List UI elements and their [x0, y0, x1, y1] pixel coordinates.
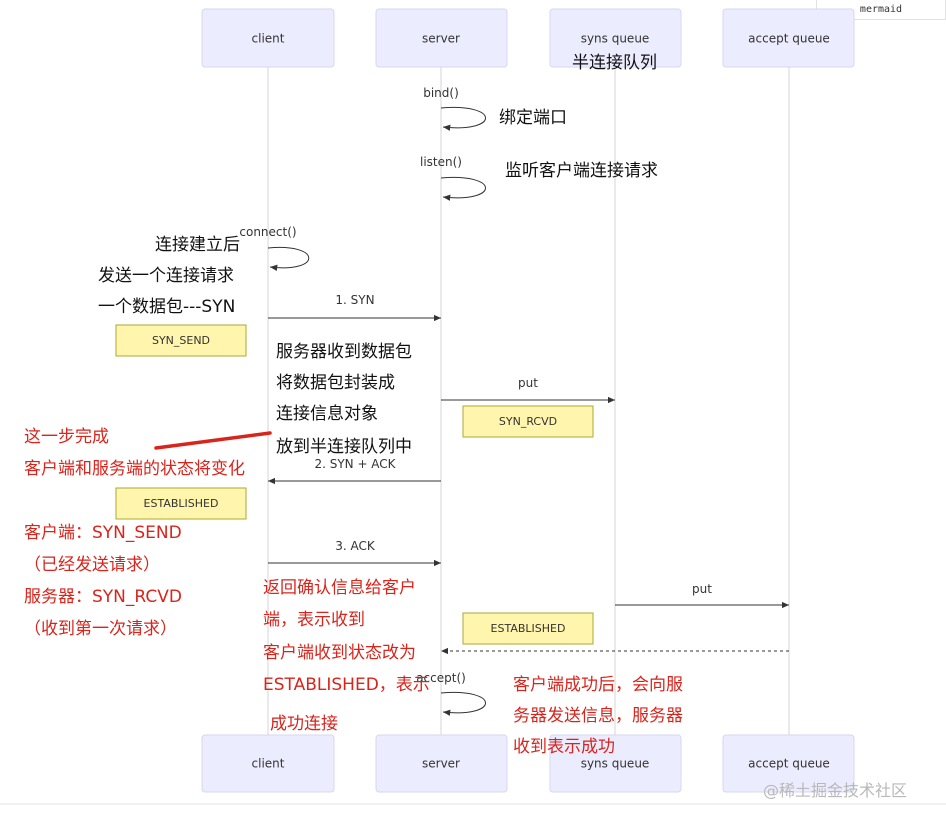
- annotation-state-4: （收到第一次请求）: [24, 619, 177, 639]
- annotation-state-2: （已经发送请求）: [24, 555, 160, 575]
- actor-accept-queue-top: accept queue: [722, 8, 855, 68]
- actor-label: client: [252, 757, 285, 771]
- annotation-ack-5: 成功连接: [270, 714, 338, 734]
- annotation-connect-1: 连接建立后: [155, 235, 240, 255]
- message-connect-label: connect(): [239, 225, 296, 239]
- annotation-step-2: 客户端和服务端的状态将变化: [24, 459, 245, 479]
- actor-syns-queue-bottom: syns queue: [549, 734, 682, 793]
- annotation-connect-3: 一个数据包---SYN: [98, 297, 235, 317]
- message-put2-label: put: [692, 582, 712, 596]
- annotation-bind-port: 绑定端口: [499, 108, 567, 128]
- annotation-half-queue: 半连接队列: [572, 53, 657, 73]
- annotation-server-2: 将数据包封装成: [276, 373, 395, 393]
- actor-server-bottom: server: [375, 734, 508, 793]
- note-established-client: ESTABLISHED: [115, 487, 247, 520]
- annotation-connect-2: 发送一个连接请求: [98, 266, 234, 286]
- actor-label: server: [422, 32, 460, 46]
- actor-accept-queue-bottom: accept queue: [722, 734, 855, 793]
- annotation-state-3: 服务器：SYN_RCVD: [24, 587, 182, 607]
- annotation-server-4: 放到半连接队列中: [276, 437, 412, 457]
- message-synack-label: 2. SYN + ACK: [314, 457, 396, 471]
- actor-label: syns queue: [581, 32, 650, 46]
- annotation-state-1: 客户端：SYN_SEND: [24, 523, 182, 543]
- note-label: ESTABLISHED: [144, 497, 219, 510]
- actor-client-top: client: [201, 8, 335, 68]
- actor-label: client: [252, 32, 285, 46]
- actor-label: server: [422, 757, 460, 771]
- actor-label: accept queue: [748, 757, 830, 771]
- actor-label: syns queue: [581, 757, 650, 771]
- message-put-label: put: [518, 376, 538, 390]
- annotation-succ-2: 务器发送信息，服务器: [513, 706, 683, 726]
- message-listen-arrow: [440, 176, 486, 201]
- note-label: ESTABLISHED: [491, 622, 566, 635]
- note-label: SYN_SEND: [152, 334, 210, 347]
- actor-syns-queue-top: syns queue: [549, 8, 682, 68]
- actor-label: accept queue: [748, 32, 830, 46]
- message-accept-arrow: [440, 691, 486, 716]
- message-bind-arrow: [440, 106, 486, 131]
- note-label: SYN_RCVD: [499, 415, 557, 428]
- actor-client-bottom: client: [201, 734, 335, 793]
- message-bind-label: bind(): [423, 86, 459, 100]
- note-syn-send: SYN_SEND: [115, 324, 247, 357]
- annotation-server-1: 服务器收到数据包: [276, 342, 412, 362]
- actor-server-top: server: [375, 8, 508, 68]
- annotation-ack-2: 端，表示收到: [263, 610, 365, 630]
- annotation-ack-4: ESTABLISHED，表示: [263, 675, 430, 695]
- annotation-succ-3: 收到表示成功: [513, 737, 615, 757]
- message-accept-label: accept(): [416, 671, 466, 685]
- message-connect-arrow: [267, 246, 310, 272]
- annotation-ack-3: 客户端收到状态改为: [263, 643, 416, 663]
- message-listen-label: listen(): [420, 155, 462, 169]
- message-ack-label: 3. ACK: [335, 539, 376, 553]
- note-syn-rcvd: SYN_RCVD: [462, 405, 594, 438]
- red-marker-line: [154, 431, 272, 450]
- message-syn-label: 1. SYN: [335, 293, 374, 307]
- watermark: @稀土掘金技术社区: [763, 781, 907, 800]
- annotation-step-1: 这一步完成: [24, 427, 109, 447]
- annotation-succ-1: 客户端成功后，会向服: [513, 675, 683, 695]
- annotation-ack-1: 返回确认信息给客户: [263, 578, 416, 598]
- note-established-queue: ESTABLISHED: [462, 612, 594, 645]
- annotation-server-3: 连接信息对象: [276, 404, 378, 424]
- annotation-listen: 监听客户端连接请求: [505, 161, 658, 181]
